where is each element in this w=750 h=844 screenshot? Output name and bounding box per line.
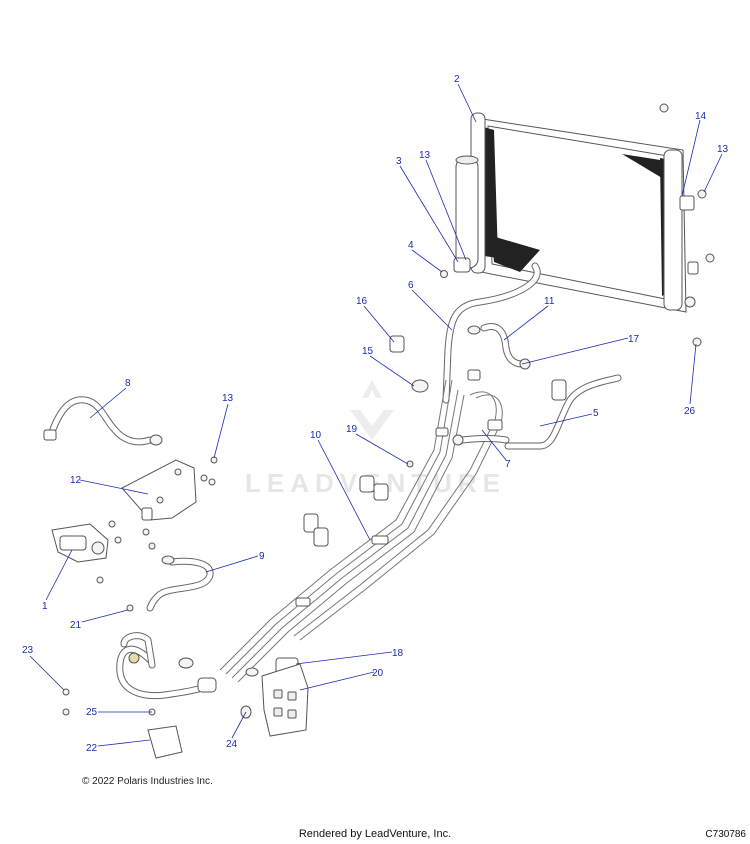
callout-21: 21 — [70, 620, 82, 631]
callout-6: 6 — [408, 280, 414, 291]
watermark-logo — [350, 380, 394, 440]
bracket-20 — [261, 663, 309, 737]
callout-11: 11 — [544, 296, 555, 307]
hose-6 — [442, 262, 541, 404]
callout-20: 20 — [372, 668, 384, 679]
callout-8: 8 — [125, 378, 131, 389]
lower-hose-assembly — [116, 632, 217, 700]
clip-16 — [389, 335, 405, 353]
hose-8 — [43, 396, 163, 446]
callout-19: 19 — [346, 424, 358, 435]
callout-18: 18 — [392, 648, 404, 659]
callout-16: 16 — [356, 296, 368, 307]
callout-5: 5 — [593, 408, 599, 419]
bracket-22 — [147, 725, 183, 759]
callout-labels: 2 14 13 3 13 4 6 11 16 17 15 26 8 13 5 1… — [22, 74, 729, 754]
hose-7 — [452, 419, 510, 446]
coolant-lines-10 — [219, 379, 503, 683]
drawing-id: C730786 — [705, 829, 746, 840]
callout-14: 14 — [695, 111, 707, 122]
callout-10: 10 — [310, 430, 322, 441]
callout-26: 26 — [684, 406, 696, 417]
callout-23: 23 — [22, 645, 34, 656]
clamp-15 — [411, 379, 429, 393]
callout-4: 4 — [408, 240, 414, 251]
callout-17: 17 — [628, 334, 640, 345]
copyright-notice: © 2022 Polaris Industries Inc. — [82, 776, 213, 787]
hose-9 — [146, 555, 214, 612]
callout-13: 13 — [222, 393, 234, 404]
pipe-5 — [504, 374, 622, 450]
callout-13: 13 — [419, 150, 431, 161]
line-clips — [303, 369, 481, 547]
callout-1: 1 — [42, 601, 48, 612]
radiator — [440, 103, 715, 347]
fasteners — [62, 456, 414, 719]
callout-25: 25 — [86, 707, 98, 718]
callout-15: 15 — [362, 346, 374, 357]
callout-9: 9 — [259, 551, 265, 562]
callout-7: 7 — [505, 459, 511, 470]
leader-lines — [29, 83, 723, 747]
callout-22: 22 — [86, 743, 98, 754]
hose-11 — [467, 323, 531, 370]
callout-24: 24 — [226, 739, 238, 750]
pump-1 — [51, 523, 109, 563]
callout-13: 13 — [717, 144, 729, 155]
rendered-by-footer: Rendered by LeadVenture, Inc. — [298, 828, 452, 840]
bracket-12 — [121, 459, 197, 521]
callout-3: 3 — [396, 156, 402, 167]
callout-2: 2 — [454, 74, 460, 85]
callout-12: 12 — [70, 475, 82, 486]
